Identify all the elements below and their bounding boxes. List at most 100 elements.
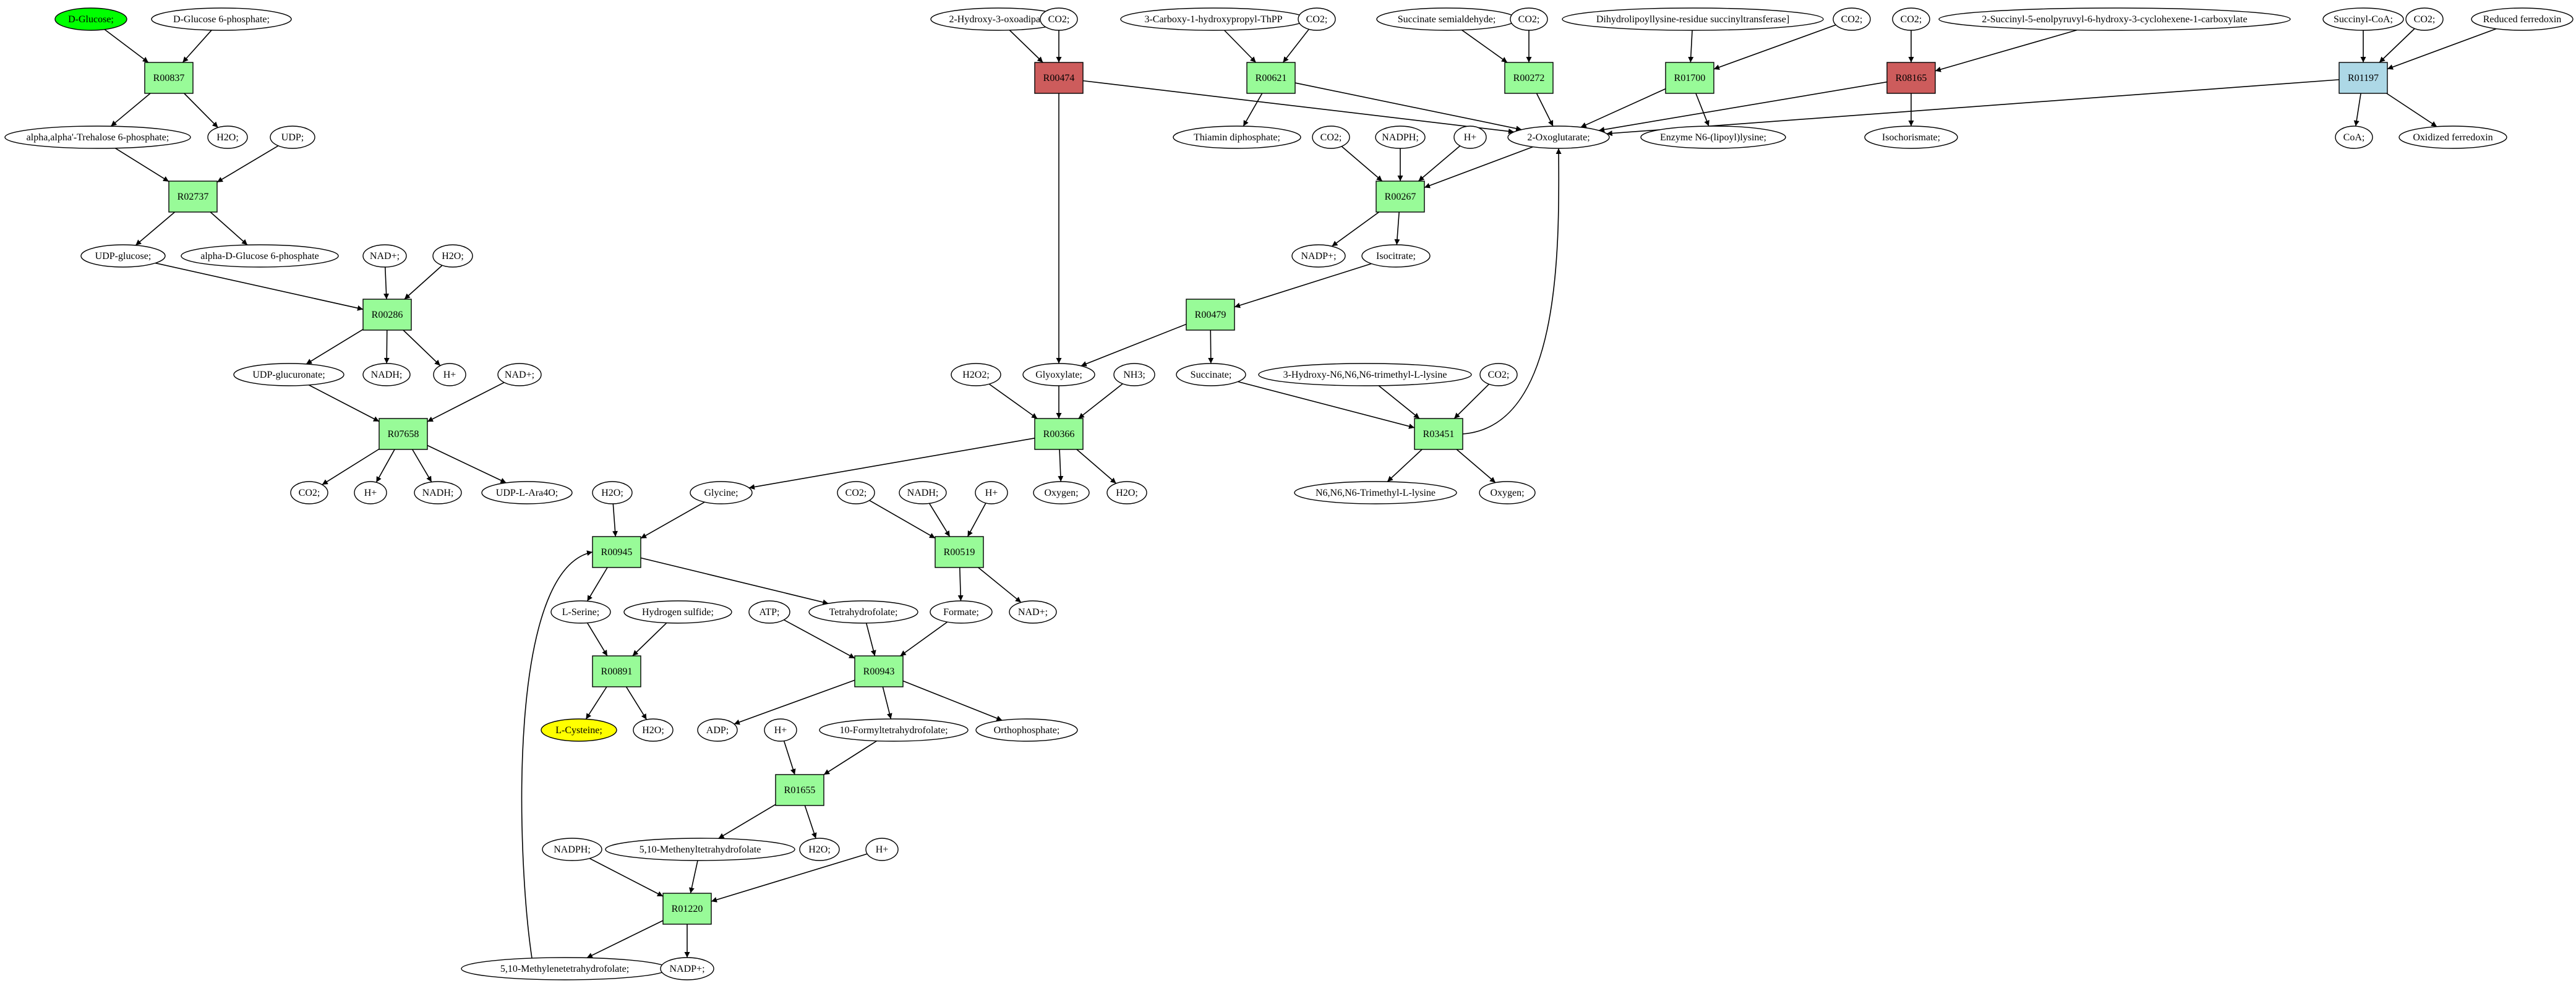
- compound-node[interactable]: H2O;: [592, 481, 633, 504]
- compound-node[interactable]: H+: [865, 838, 899, 861]
- compound-node[interactable]: 3-Carboxy-1-hydroxypropyl-ThPP: [1120, 7, 1307, 31]
- compound-node[interactable]: Oxygen;: [1479, 481, 1536, 504]
- compound-node[interactable]: NADH;: [362, 363, 411, 386]
- compound-node[interactable]: NAD+;: [1009, 600, 1057, 624]
- reaction-node-r00621[interactable]: R00621: [1246, 62, 1296, 94]
- reaction-node-r07658[interactable]: R07658: [379, 418, 428, 450]
- reaction-node-r03451[interactable]: R03451: [1414, 418, 1463, 450]
- reaction-node-r02737[interactable]: R02737: [168, 181, 218, 213]
- compound-node[interactable]: CO2;: [1298, 7, 1336, 31]
- compound-node[interactable]: 2-Oxoglutarate;: [1507, 125, 1610, 149]
- edge-c_co2_3-to-R00621: [1282, 28, 1309, 63]
- compound-node[interactable]: ATP;: [748, 600, 790, 624]
- reaction-node-r00267[interactable]: R00267: [1376, 181, 1425, 213]
- compound-node[interactable]: 5,10-Methenyltetrahydrofolate: [605, 838, 795, 861]
- reaction-node-r01700[interactable]: R01700: [1665, 62, 1714, 94]
- compound-node[interactable]: NADH;: [899, 481, 947, 504]
- compound-node[interactable]: 10-Formyltetrahydrofolate;: [819, 718, 969, 742]
- compound-node[interactable]: H+: [433, 363, 466, 386]
- compound-node[interactable]: Orthophosphate;: [975, 718, 1078, 742]
- compound-node[interactable]: ADP;: [697, 718, 738, 742]
- compound-node[interactable]: Formate;: [930, 600, 993, 624]
- reaction-node-r01197[interactable]: R01197: [2339, 62, 2388, 94]
- compound-node[interactable]: H2O;: [799, 838, 840, 861]
- reaction-node-r00519[interactable]: R00519: [935, 536, 984, 568]
- compound-node[interactable]: Succinate;: [1176, 363, 1246, 386]
- compound-node[interactable]: UDP-L-Ara4O;: [481, 481, 573, 504]
- compound-node[interactable]: H2O;: [1106, 481, 1147, 504]
- compound-node[interactable]: CO2;: [1479, 363, 1518, 386]
- compound-node[interactable]: CO2;: [837, 481, 875, 504]
- compound-node[interactable]: CO2;: [1312, 125, 1350, 149]
- reaction-node-r00479[interactable]: R00479: [1186, 299, 1235, 331]
- compound-node[interactable]: CO2;: [1510, 7, 1548, 31]
- compound-node[interactable]: H2O;: [633, 718, 674, 742]
- compound-node[interactable]: NADH;: [414, 481, 462, 504]
- reaction-node-r00837[interactable]: R00837: [144, 62, 194, 94]
- reaction-node-r00943[interactable]: R00943: [854, 655, 904, 687]
- compound-node[interactable]: Isochorismate;: [1864, 125, 1958, 149]
- compound-node[interactable]: Dihydrolipoyllysine-residue succinyltran…: [1562, 7, 1824, 31]
- compound-node[interactable]: CO2;: [1833, 7, 1871, 31]
- compound-node[interactable]: H2O;: [432, 244, 473, 268]
- compound-ellipse: [1033, 481, 1090, 504]
- compound-node[interactable]: NADPH;: [542, 838, 602, 861]
- compound-node[interactable]: Oxidized ferredoxin: [2398, 125, 2507, 149]
- compound-node[interactable]: H2O2;: [951, 363, 1001, 386]
- compound-node[interactable]: alpha,alpha'-Trehalose 6-phosphate;: [4, 125, 191, 149]
- compound-node[interactable]: Oxygen;: [1033, 481, 1090, 504]
- compound-node[interactable]: Enzyme N6-(lipoyl)lysine;: [1640, 125, 1786, 149]
- compound-node[interactable]: 2-Succinyl-5-enolpyruvyl-6-hydroxy-3-cyc…: [1938, 7, 2291, 31]
- compound-node[interactable]: Glyoxylate;: [1022, 363, 1095, 386]
- compound-node[interactable]: D-Glucose;: [54, 7, 127, 31]
- compound-node[interactable]: UDP-glucose;: [80, 244, 166, 268]
- reaction-node-r00272[interactable]: R00272: [1504, 62, 1554, 94]
- compound-node[interactable]: D-Glucose 6-phosphate;: [151, 7, 292, 31]
- reaction-node-r00891[interactable]: R00891: [592, 655, 641, 687]
- reaction-node-r01220[interactable]: R01220: [662, 893, 712, 925]
- compound-node[interactable]: Succinyl-CoA;: [2322, 7, 2404, 31]
- reaction-node-r01655[interactable]: R01655: [775, 774, 824, 806]
- compound-ellipse: [799, 838, 840, 861]
- compound-node[interactable]: CO2;: [1040, 7, 1078, 31]
- compound-node[interactable]: N6,N6,N6-Trimethyl-L-lysine: [1294, 481, 1457, 504]
- compound-node[interactable]: Glycine;: [690, 481, 753, 504]
- compound-node[interactable]: H2O;: [207, 125, 248, 149]
- compound-node[interactable]: Reduced ferredoxin: [2471, 7, 2574, 31]
- compound-node[interactable]: CO2;: [2405, 7, 2444, 31]
- compound-node[interactable]: L-Cysteine;: [541, 718, 617, 742]
- compound-node[interactable]: H+: [1453, 125, 1487, 149]
- compound-node[interactable]: alpha-D-Glucose 6-phosphate: [181, 244, 339, 268]
- compound-node[interactable]: NADP+;: [660, 957, 714, 980]
- compound-node[interactable]: CO2;: [290, 481, 328, 504]
- compound-node[interactable]: Thiamin diphosphate;: [1173, 125, 1301, 149]
- compound-node[interactable]: Hydrogen sulfide;: [623, 600, 732, 624]
- reaction-node-r00286[interactable]: R00286: [362, 299, 412, 331]
- compound-node[interactable]: NADP+;: [1291, 244, 1346, 268]
- edge-c_udp-to-R02737: [216, 145, 279, 183]
- compound-node[interactable]: H+: [764, 718, 797, 742]
- compound-node[interactable]: UDP-glucuronate;: [233, 363, 344, 386]
- compound-node[interactable]: 5,10-Methylenetetrahydrofolate;: [461, 957, 669, 980]
- compound-node[interactable]: H+: [975, 481, 1008, 504]
- compound-node[interactable]: H+: [354, 481, 387, 504]
- reaction-node-r00366[interactable]: R00366: [1034, 418, 1084, 450]
- compound-node[interactable]: 3-Hydroxy-N6,N6,N6-trimethyl-L-lysine: [1258, 363, 1472, 386]
- compound-node[interactable]: UDP;: [270, 125, 315, 149]
- compound-node[interactable]: Isocitrate;: [1361, 244, 1431, 268]
- compound-node[interactable]: NADPH;: [1375, 125, 1426, 149]
- compound-node[interactable]: Tetrahydrofolate;: [808, 600, 918, 624]
- edge-R03451-to-c_oxoglutarate: [1462, 148, 1562, 435]
- compound-node[interactable]: CO2;: [1892, 7, 1930, 31]
- compound-node[interactable]: CoA;: [2335, 125, 2373, 149]
- reaction-node-r00945[interactable]: R00945: [592, 536, 641, 568]
- compound-node[interactable]: Succinate semialdehyde;: [1376, 7, 1517, 31]
- compound-node[interactable]: NAD+;: [497, 363, 542, 386]
- reaction-node-r00474[interactable]: R00474: [1034, 62, 1084, 94]
- compound-node[interactable]: L-Serine;: [550, 600, 611, 624]
- reaction-label: R01220: [672, 904, 703, 914]
- compound-ellipse: [4, 125, 191, 149]
- compound-node[interactable]: NAD+;: [362, 244, 407, 268]
- compound-node[interactable]: NH3;: [1113, 363, 1155, 386]
- reaction-node-r08165[interactable]: R08165: [1886, 62, 1936, 94]
